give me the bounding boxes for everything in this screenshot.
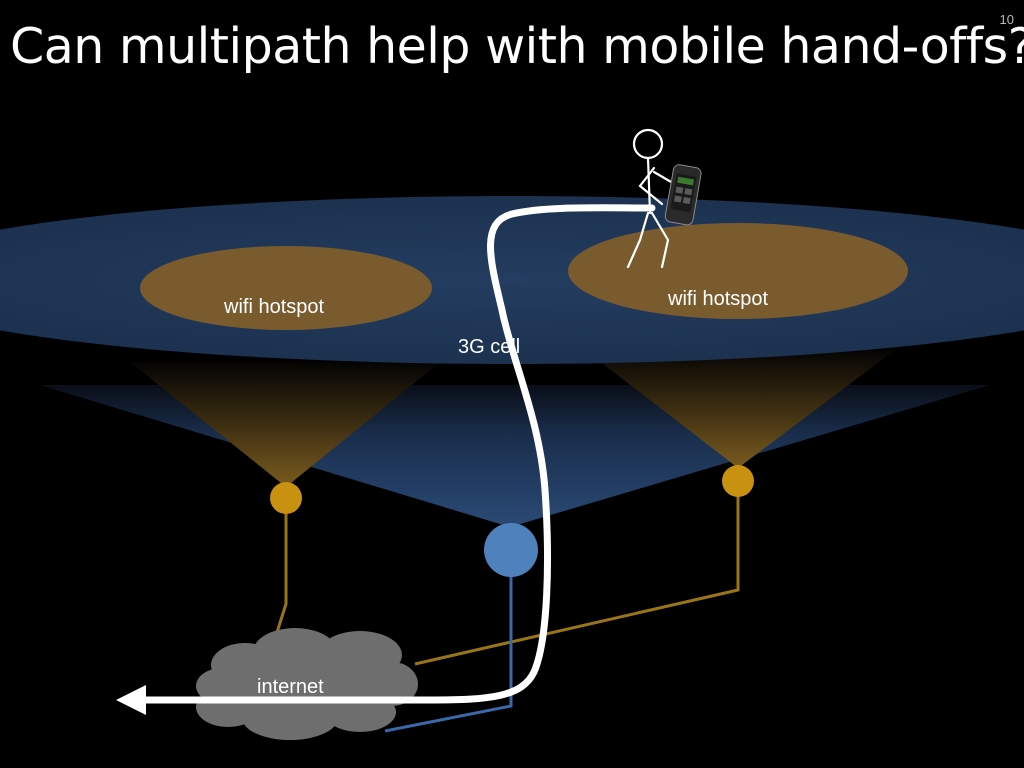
hotspot-right-cone: [585, 350, 895, 468]
left-hotspot-link: [270, 498, 288, 649]
smartphone-icon: [664, 164, 702, 226]
handoff-path: [134, 204, 656, 704]
cell-tower-node: [484, 523, 538, 577]
slide-number: 10: [999, 12, 1014, 27]
internet-label: internet: [257, 676, 324, 698]
hotspot-left-label: wifi hotspot: [224, 296, 325, 318]
hotspot-right-node: [722, 465, 754, 497]
hotspot-left-cone: [130, 362, 440, 487]
hotspot-left-area: [140, 246, 432, 330]
hotspot-left-node: [270, 482, 302, 514]
slide-title: Can multipath help with mobile hand-offs…: [10, 18, 1024, 75]
right-hotspot-link: [414, 481, 740, 666]
cell-link: [384, 550, 513, 733]
cell-label: 3G cell: [458, 336, 521, 358]
hotspot-right-area: [568, 223, 908, 319]
arrow-left-icon: [116, 685, 146, 715]
stick-figure-user-icon: [626, 128, 680, 269]
cell-coverage-cone: [40, 385, 990, 527]
hotspot-right-label: wifi hotspot: [668, 288, 769, 310]
